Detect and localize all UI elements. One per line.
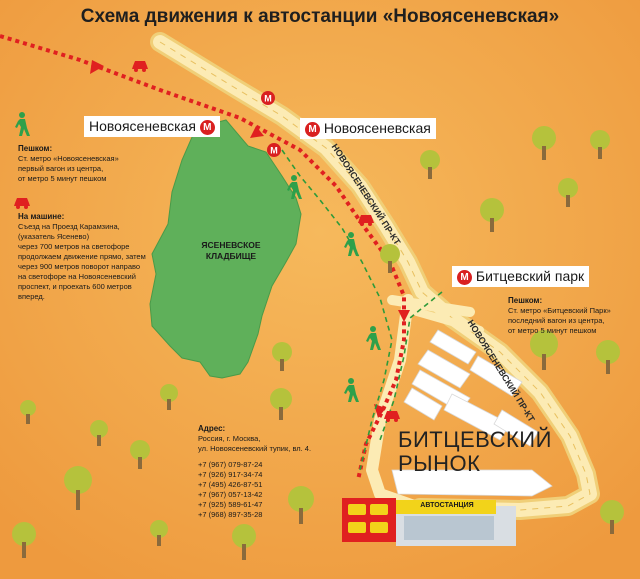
walk-info-heading: Пешком: (508, 296, 543, 305)
phone-number[interactable]: +7 (925) 589-61-47 (198, 500, 263, 509)
metro-label-novoyasenevskaya-left: Новоясеневская М (84, 116, 220, 137)
cemetery-label-line: ЯСЕНЕВСКОЕ (201, 240, 261, 250)
address-block: Адрес: Россия, г. Москва, ул. Новоясенев… (198, 424, 348, 520)
walk-info-heading: Пешком: (18, 144, 53, 153)
market-label-line: РЫНОК (398, 451, 481, 476)
metro-station-name: Битцевский парк (475, 268, 585, 284)
car-route (0, 34, 410, 481)
cemetery-area (149, 119, 302, 379)
walk-info-line: первый вагон из центра, (18, 164, 104, 173)
market-label: БИТЦЕВСКИЙ РЫНОК (398, 428, 552, 476)
metro-label-bitsevsky-park: М Битцевский парк (452, 266, 590, 287)
car-info-line: (указатель Ясенево) (18, 232, 90, 241)
car-info-line: на светофоре на Новоясеневский (18, 272, 136, 281)
car-icon (14, 61, 400, 422)
tree-icon (12, 126, 624, 560)
route-arrow (90, 60, 104, 74)
car-info-line: проспект, и проехать 600 метров (18, 282, 132, 291)
walking-person-icon (15, 112, 381, 402)
car-info-heading: На машине: (18, 212, 65, 221)
market-label-line: БИТЦЕВСКИЙ (398, 427, 552, 452)
cemetery-label-line: КЛАДБИЩЕ (205, 251, 257, 261)
phone-number[interactable]: +7 (495) 426-87-51 (198, 480, 263, 489)
car-info-line: продолжаем движение прямо, затем (18, 252, 146, 261)
phone-number[interactable]: +7 (968) 897-35-28 (198, 510, 263, 519)
address-line: Россия, г. Москва, (198, 434, 261, 443)
metro-icon: М (457, 269, 472, 285)
address-heading: Адрес: (198, 424, 226, 433)
metro-label-novoyasenevskaya-right: М Новоясеневская (300, 118, 436, 139)
car-info-line: вперед. (18, 292, 45, 301)
page-title: Схема движения к автостанции «Новоясенев… (80, 6, 560, 27)
svg-text:M: M (264, 94, 272, 104)
metro-station-name: Новоясеневская (89, 118, 196, 134)
svg-text:M: M (270, 146, 278, 156)
metro-icon: М (305, 121, 320, 137)
metro-icon: М (199, 119, 215, 135)
walk-info-line: от метро 5 минут пешком (18, 174, 107, 183)
bus-station-sign: АВТОСТАНЦИЯ (420, 502, 474, 509)
route-arrow (250, 126, 264, 138)
walk-info-line: от метро 5 минут пешком (508, 326, 597, 335)
phone-number[interactable]: +7 (967) 079-87-24 (198, 460, 263, 469)
metro-station-name: Новоясеневская (323, 120, 431, 136)
walk-info-line: последний вагон из центра, (508, 316, 605, 325)
car-info-line: Съезд на Проезд Карамзина, (18, 222, 120, 231)
metro-marker-icon: M M (261, 91, 281, 157)
route-arrow (398, 310, 410, 322)
address-line: ул. Новоясеневский тупик, вл. 4. (198, 444, 312, 453)
bus-icon (348, 504, 388, 533)
car-info-line: через 900 метров поворот направо (18, 262, 141, 271)
bus-station-building (342, 498, 516, 546)
walk-info-line: Ст. метро «Новоясеневская» (18, 154, 119, 163)
walk-info-right: Пешком: Ст. метро «Битцевский Парк» посл… (508, 296, 638, 336)
car-info-line: через 700 метров на светофоре (18, 242, 130, 251)
walk-info-line: Ст. метро «Битцевский Парк» (508, 306, 611, 315)
walk-info-left: Пешком: Ст. метро «Новоясеневская» первы… (18, 144, 178, 184)
cemetery-label: ЯСЕНЕВСКОЕ КЛАДБИЩЕ (196, 240, 266, 262)
car-info: На машине: Съезд на Проезд Карамзина, (у… (18, 212, 188, 302)
phone-number[interactable]: +7 (967) 057-13-42 (198, 490, 263, 499)
route-arrow (374, 404, 386, 418)
market-buildings (391, 329, 553, 497)
phone-number[interactable]: +7 (926) 917-34-74 (198, 470, 263, 479)
